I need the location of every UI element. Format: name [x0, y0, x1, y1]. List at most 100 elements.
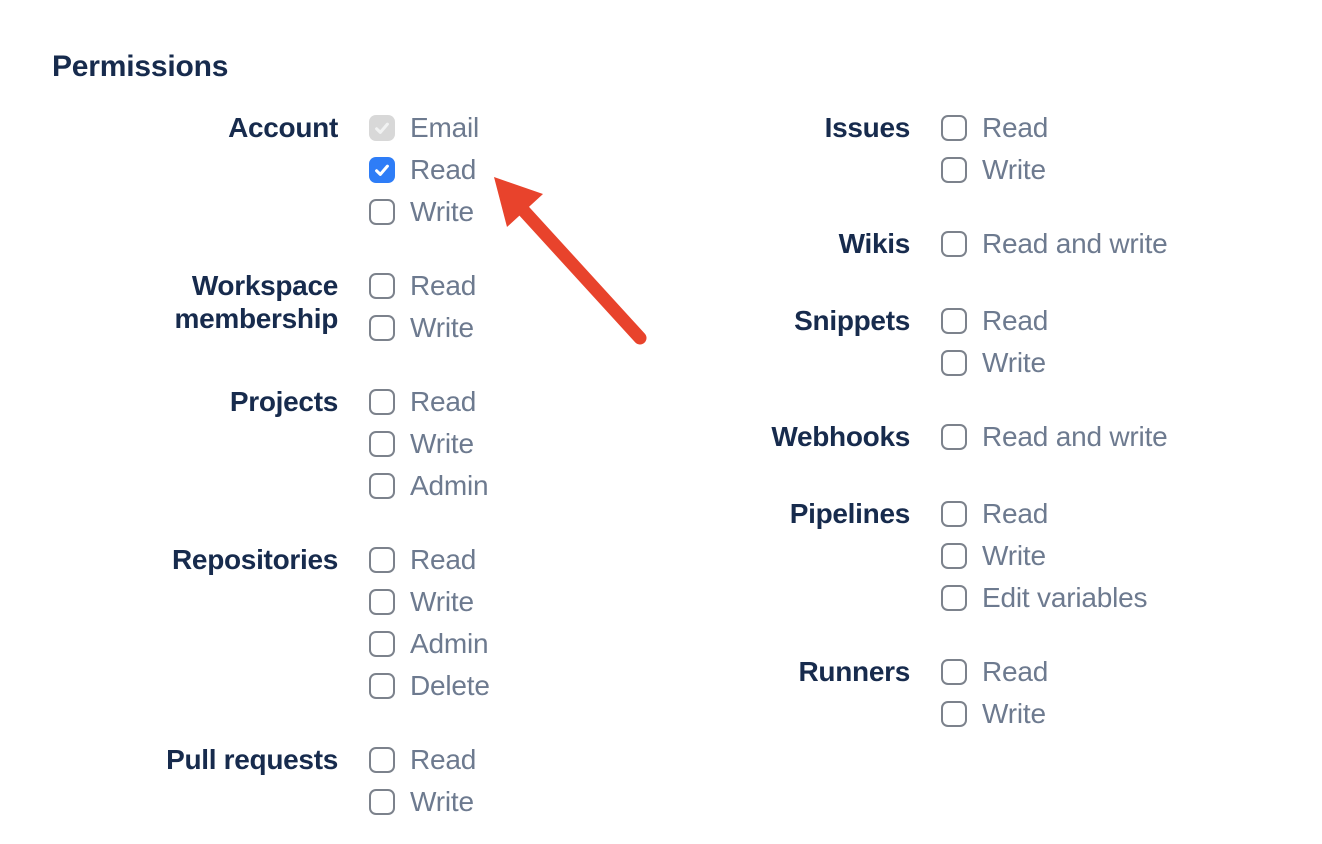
- account-email-label: Email: [410, 112, 480, 143]
- pipelines-read-label: Read: [982, 498, 1049, 529]
- workspace-membership-read-option[interactable]: Read: [369, 270, 477, 301]
- pipelines-edit-variables-checkbox[interactable]: [941, 585, 967, 611]
- pull-requests-write-label: Write: [410, 786, 474, 817]
- repositories-write-checkbox[interactable]: [369, 589, 395, 615]
- workspace-membership-write-option[interactable]: Write: [369, 312, 476, 343]
- account-read-checkbox[interactable]: [369, 157, 395, 183]
- repositories-admin-checkbox[interactable]: [369, 631, 395, 657]
- repositories-admin-label: Admin: [410, 628, 489, 659]
- pipelines-write-checkbox[interactable]: [941, 543, 967, 569]
- runners-write-option[interactable]: Write: [941, 700, 1048, 728]
- pipelines-read-option[interactable]: Read: [941, 498, 1147, 529]
- workspace-membership-write-checkbox[interactable]: [369, 315, 395, 341]
- projects-read-option[interactable]: Read: [369, 386, 488, 417]
- repositories-delete-label: Delete: [410, 670, 490, 701]
- pull-requests-read-checkbox[interactable]: [369, 747, 395, 773]
- permission-group-label-account: Account: [228, 112, 338, 143]
- wikis-read-and-write-checkbox[interactable]: [941, 231, 967, 257]
- pipelines-edit-variables-label: Edit variables: [982, 582, 1148, 613]
- issues-read-checkbox[interactable]: [941, 115, 967, 141]
- projects-admin-checkbox[interactable]: [369, 473, 395, 499]
- permission-group-label-wikis: Wikis: [838, 228, 911, 259]
- repositories-read-checkbox[interactable]: [369, 547, 395, 573]
- repositories-read-option[interactable]: Read: [369, 544, 490, 575]
- permission-group-label-repositories: Repositories: [172, 544, 338, 575]
- workspace-membership-read-checkbox[interactable]: [369, 273, 395, 299]
- account-write-option[interactable]: Write: [369, 196, 479, 227]
- page-title: Permissions: [52, 50, 229, 83]
- projects-write-checkbox[interactable]: [369, 431, 395, 457]
- repositories-read-label: Read: [410, 544, 477, 575]
- pipelines-read-checkbox[interactable]: [941, 501, 967, 527]
- repositories-write-label: Write: [410, 586, 474, 617]
- runners-read-option[interactable]: Read: [941, 656, 1049, 687]
- permission-group-wikis: Wikis Read and write: [720, 228, 1168, 260]
- permission-group-label-webhooks: Webhooks: [771, 421, 910, 452]
- webhooks-read-and-write-checkbox[interactable]: [941, 424, 967, 450]
- permission-group-label-pull-requests: Pull requests: [166, 744, 338, 775]
- pipelines-edit-variables-option[interactable]: Edit variables: [941, 582, 1148, 613]
- repositories-delete-checkbox[interactable]: [369, 673, 395, 699]
- permission-group-label-pipelines: Pipelines: [789, 498, 911, 529]
- workspace-membership-write-label: Write: [410, 312, 474, 343]
- permission-group-label-issues: Issues: [824, 112, 911, 143]
- webhooks-read-and-write-option[interactable]: Read and write: [941, 423, 1168, 451]
- check-icon: [375, 122, 389, 134]
- account-write-checkbox[interactable]: [369, 199, 395, 225]
- repositories-delete-option[interactable]: Delete: [369, 670, 490, 701]
- projects-write-option[interactable]: Write: [369, 428, 488, 459]
- pull-requests-write-checkbox[interactable]: [369, 789, 395, 815]
- pull-requests-write-option[interactable]: Write: [369, 786, 476, 817]
- snippets-read-option[interactable]: Read: [941, 305, 1049, 336]
- repositories-write-option[interactable]: Write: [369, 586, 490, 617]
- permission-group-label-runners: Runners: [798, 656, 911, 687]
- runners-read-label: Read: [982, 656, 1049, 687]
- check-icon: [375, 164, 389, 176]
- workspace-membership-read-label: Read: [410, 270, 477, 301]
- issues-write-option[interactable]: Write: [941, 154, 1048, 185]
- projects-admin-option[interactable]: Admin: [369, 470, 489, 501]
- issues-read-label: Read: [982, 112, 1049, 143]
- projects-admin-label: Admin: [410, 470, 489, 501]
- repositories-admin-option[interactable]: Admin: [369, 628, 490, 659]
- account-write-label: Write: [410, 196, 474, 227]
- snippets-read-label: Read: [982, 305, 1049, 336]
- account-email-checkbox: [369, 115, 395, 141]
- permission-group-label-workspace-membership: Workspace membership: [174, 270, 339, 334]
- snippets-read-checkbox[interactable]: [941, 308, 967, 334]
- runners-write-checkbox[interactable]: [941, 701, 967, 727]
- issues-write-label: Write: [982, 154, 1046, 185]
- pull-requests-read-option[interactable]: Read: [369, 746, 476, 774]
- permission-group-webhooks: Webhooks Read and write: [720, 421, 1168, 453]
- issues-read-option[interactable]: Read: [941, 112, 1049, 143]
- runners-read-checkbox[interactable]: [941, 659, 967, 685]
- issues-write-checkbox[interactable]: [941, 157, 967, 183]
- snippets-write-checkbox[interactable]: [941, 350, 967, 376]
- wikis-read-and-write-option[interactable]: Read and write: [941, 230, 1168, 258]
- projects-write-label: Write: [410, 428, 474, 459]
- snippets-write-option[interactable]: Write: [941, 349, 1048, 377]
- permission-group-label-projects: Projects: [229, 386, 338, 417]
- pipelines-write-option[interactable]: Write: [941, 542, 1147, 570]
- account-read-option[interactable]: Read: [369, 156, 479, 184]
- projects-read-checkbox[interactable]: [369, 389, 395, 415]
- projects-read-label: Read: [410, 386, 477, 417]
